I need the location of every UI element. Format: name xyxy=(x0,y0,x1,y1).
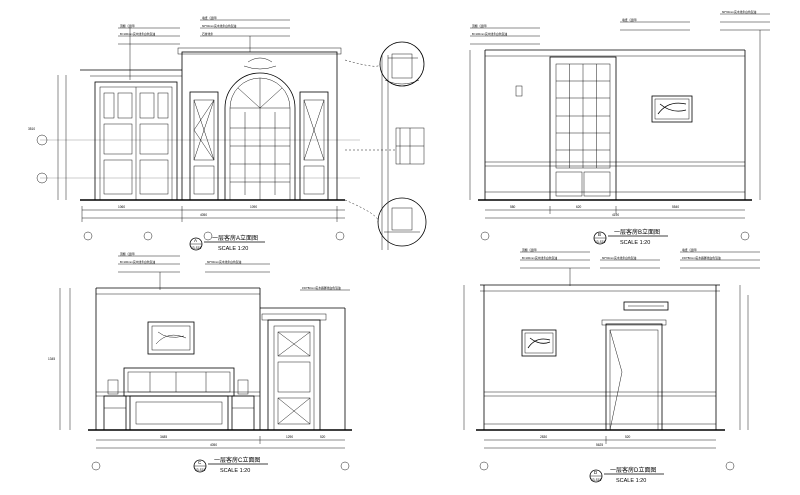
view-title-text: 一层客房A立面图 xyxy=(212,234,258,242)
note-text: 墙纸（选择） xyxy=(682,248,699,252)
view-title-text: 一层客房C立面图 xyxy=(214,456,260,464)
note-text: 150*80mm实木踢脚线白色混油 xyxy=(302,286,341,290)
note-text: B=100mm实木线条白色混油 xyxy=(120,260,155,264)
dimension-label: 1290 xyxy=(286,435,293,439)
dimension-label: 520 xyxy=(320,435,326,439)
elevation-d: 2830 520 5625 顶棚（选择） B=100mm实木线条白色混油 60*… xyxy=(463,248,760,484)
note-text: B=100mm实木线条白色混油 xyxy=(472,32,507,36)
ac-vent xyxy=(623,301,669,311)
dimension-label: 2830 xyxy=(540,435,547,439)
svg-text:D: D xyxy=(594,470,598,475)
note-text: 60*60mm实木线条白色混油 xyxy=(202,24,237,28)
bed-headboard xyxy=(123,367,235,431)
note-text: 60*60mm实木线条白色混油 xyxy=(602,256,637,260)
doorway xyxy=(601,319,667,431)
view-title: B 03-S15 一层客房B立面图 SCALE 1:20 xyxy=(593,228,668,246)
leader-notes: 顶棚（选择） B=100mm实木线条白色混油 60*60mm实木线条白色混油 1… xyxy=(118,252,350,291)
detail-callouts xyxy=(344,41,427,250)
grid-bubble xyxy=(91,461,350,471)
dimension-label: 4050 xyxy=(210,443,217,447)
scale-text: SCALE 1:20 xyxy=(616,478,646,484)
scale-text: SCALE 1:20 xyxy=(218,246,248,252)
dimension-label: 620 xyxy=(576,205,582,209)
svg-text:03-S15: 03-S15 xyxy=(591,478,602,482)
dimension-label: 3510 xyxy=(28,127,35,131)
note-text: B=100mm实木线条白色混油 xyxy=(120,32,155,36)
glass-display-cabinet xyxy=(549,56,617,201)
leader-notes: 顶棚（选择） B=100mm实木线条白色混油 墙纸（选择） 60*60mm实木线… xyxy=(118,16,290,80)
dimension-label: 1345 xyxy=(48,357,55,361)
svg-text:03-S15: 03-S15 xyxy=(195,468,206,472)
grid-bubble xyxy=(479,461,735,471)
framed-artwork xyxy=(521,329,557,357)
note-text: 顶棚（选择） xyxy=(522,248,539,252)
double-door-left xyxy=(90,75,182,201)
note-text: B=100mm实木线条白色混油 xyxy=(522,256,557,260)
view-title: D 03-S15 一层客房D立面图 SCALE 1:20 xyxy=(589,466,664,484)
view-title-text: 一层客房D立面图 xyxy=(610,466,656,474)
note-text: 顶棚（选择） xyxy=(120,252,137,256)
note-text: 60*60mm实木线条白色混油 xyxy=(722,10,757,14)
dimension-label: 1090 xyxy=(250,205,257,209)
note-text: 60*60mm实木线条白色混油 xyxy=(207,260,242,264)
note-text: 顶棚（选择） xyxy=(120,24,137,28)
svg-text:03-S15: 03-S15 xyxy=(191,246,202,250)
grid-bubble xyxy=(83,231,345,241)
leader-notes: 顶棚（选择） B=100mm实木线条白色混油 60*60mm实木线条白色混油 墙… xyxy=(520,248,760,286)
note-text: 墙纸（选择） xyxy=(202,16,219,20)
note-text: 150*80mm实木踢脚线白色混油 xyxy=(682,256,721,260)
panel-door xyxy=(261,313,327,431)
elevation-b: 580 620 4190 5540 顶棚（选择） B=100mm实木线条白色混油… xyxy=(469,10,770,246)
svg-text:A: A xyxy=(194,238,197,243)
note-text: 顶棚（选择） xyxy=(472,24,489,28)
view-title-text: 一层客房B立面图 xyxy=(614,228,660,236)
scale-text: SCALE 1:20 xyxy=(620,240,650,246)
dimension-label: 4050 xyxy=(200,213,207,217)
note-text: 石膏线条 xyxy=(202,32,213,36)
dimension-label: 5540 xyxy=(672,205,679,209)
elevation-a: 1060 1090 4050 3510 顶棚（选择） B=100mm实木线条白色… xyxy=(28,16,360,252)
dimension-label: 580 xyxy=(510,205,516,209)
framed-artwork xyxy=(651,95,693,123)
dimension-label: 520 xyxy=(625,435,631,439)
dimension-label: 4190 xyxy=(612,213,619,217)
dimension-label: 5625 xyxy=(596,443,603,447)
framed-artwork xyxy=(147,321,195,355)
grid-bubble xyxy=(480,231,750,241)
elevation-c: 3485 1290 4050 520 1345 顶棚（选择） B=100mm实木… xyxy=(48,252,352,474)
arched-window-wall xyxy=(177,47,342,201)
view-title: A 03-S15 一层客房A立面图 SCALE 1:20 xyxy=(189,234,265,252)
note-text: 墙纸（选择） xyxy=(622,18,639,22)
view-title: C 03-S15 一层客房C立面图 SCALE 1:20 xyxy=(193,456,268,474)
nightstand xyxy=(103,379,255,431)
svg-text:C: C xyxy=(198,460,202,465)
svg-text:B: B xyxy=(598,232,601,237)
leader-notes: 顶棚（选择） B=100mm实木线条白色混油 墙纸（选择） 60*60mm实木线… xyxy=(470,10,770,45)
level-marker xyxy=(36,134,48,184)
dimension-label: 1060 xyxy=(118,205,125,209)
svg-text:03-S15: 03-S15 xyxy=(595,240,606,244)
scale-text: SCALE 1:20 xyxy=(220,468,250,474)
dimension-label: 3485 xyxy=(160,435,167,439)
